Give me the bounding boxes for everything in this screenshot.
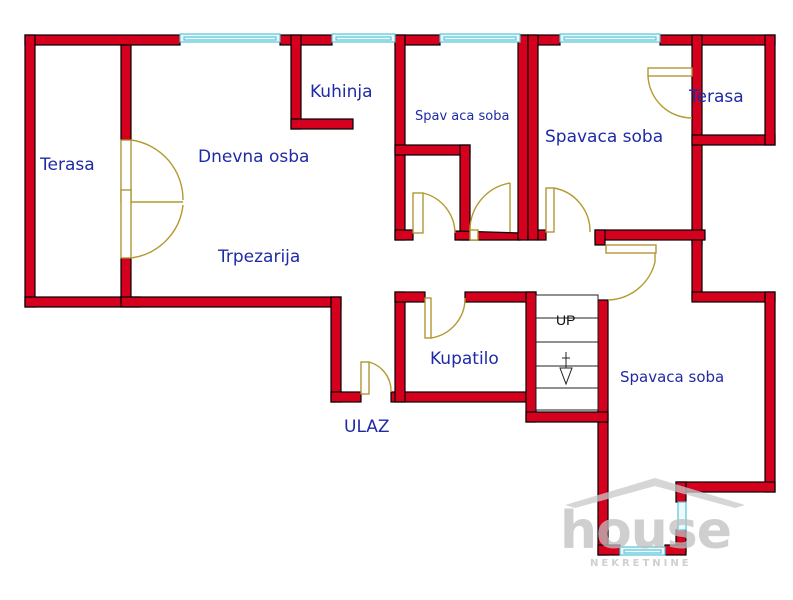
door-swing <box>647 75 693 119</box>
wall <box>394 144 471 156</box>
wall <box>464 291 537 303</box>
windows <box>179 33 687 556</box>
wall <box>120 257 132 301</box>
window <box>677 501 687 531</box>
doors <box>120 67 693 395</box>
door-swing <box>422 192 456 234</box>
wall <box>594 229 706 241</box>
door-leaf <box>545 187 555 233</box>
door-swing <box>430 297 466 339</box>
wall <box>691 239 703 301</box>
watermark-logo: house NEKRETNINE <box>560 478 745 569</box>
wall <box>525 291 537 423</box>
room-labels: Terasa Dnevna osba Kuhinja Spav aca soba… <box>39 82 744 437</box>
stair-up-label: UP <box>556 312 575 328</box>
window <box>443 36 517 41</box>
wall <box>394 291 426 303</box>
wall <box>24 34 181 46</box>
door-leaf <box>424 297 432 339</box>
wall <box>659 34 776 46</box>
stair-arrow-icon <box>559 367 573 386</box>
wall <box>525 411 609 423</box>
staircase: UP <box>535 294 599 411</box>
window <box>623 549 662 554</box>
wall <box>330 391 362 403</box>
room-label-trpezarija: Trpezarija <box>217 247 300 267</box>
wall <box>459 144 471 241</box>
room-label-ulaz: ULAZ <box>344 417 390 437</box>
room-label-spavaca-top: Spavaca soba <box>545 127 663 147</box>
wall <box>290 34 302 130</box>
watermark-sub: NEKRETNINE <box>590 558 692 569</box>
wall <box>394 229 414 241</box>
door-swing <box>469 182 511 232</box>
window <box>183 36 277 41</box>
door-swing <box>130 139 184 201</box>
room-label-terasa-right: Terasa <box>688 87 744 107</box>
door-leaf <box>647 67 693 77</box>
wall <box>390 391 537 403</box>
wall <box>24 34 36 308</box>
room-label-dnevna: Dnevna osba <box>198 147 309 167</box>
door-swing <box>553 187 591 233</box>
door-swing <box>368 361 392 393</box>
window <box>563 36 657 41</box>
door-leaf <box>605 244 657 254</box>
door-swing <box>130 204 184 259</box>
wall <box>764 291 776 493</box>
room-label-spavaca-small: Spav aca soba <box>415 109 509 124</box>
wall <box>764 34 776 146</box>
door-leaf <box>360 361 370 395</box>
wall <box>279 34 333 46</box>
wall <box>517 34 529 241</box>
wall <box>290 118 354 130</box>
wall <box>394 34 406 241</box>
door-leaf <box>469 229 479 241</box>
wall <box>691 134 776 146</box>
stair-frame <box>535 294 599 411</box>
wall <box>454 230 521 241</box>
wall <box>691 291 776 303</box>
wall <box>120 44 132 141</box>
watermark-roof-icon <box>565 478 745 508</box>
room-label-kupatilo: Kupatilo <box>430 349 499 369</box>
room-label-terasa-left: Terasa <box>39 155 95 175</box>
wall <box>594 229 606 246</box>
watermark-brand: house <box>560 501 731 561</box>
door-leaf <box>120 189 132 259</box>
wall <box>394 291 406 403</box>
door-swing <box>606 249 656 301</box>
wall <box>537 229 547 241</box>
window <box>335 36 392 41</box>
door-leaf <box>412 192 424 234</box>
wall <box>527 34 539 241</box>
wall <box>120 296 342 308</box>
wall <box>330 296 342 403</box>
room-label-spavaca-bottom: Spavaca soba <box>620 368 724 386</box>
room-label-kuhinja: Kuhinja <box>310 82 373 102</box>
walls <box>24 34 776 556</box>
